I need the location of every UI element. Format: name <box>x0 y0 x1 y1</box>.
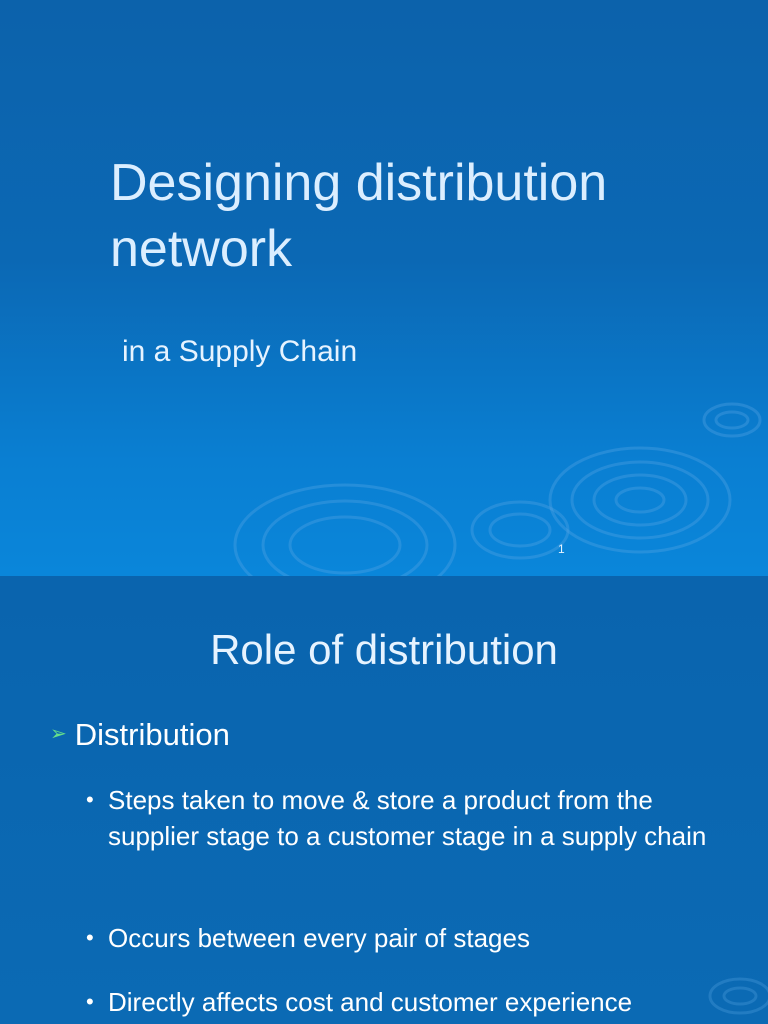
sub-bullet-item: • Steps taken to move & store a product … <box>86 782 726 854</box>
sub-bullet-text: Steps taken to move & store a product fr… <box>108 785 707 851</box>
bullet-text: Distribution <box>74 717 230 752</box>
slide-1: Designing distribution network in a Supp… <box>0 0 768 576</box>
page-number: 1 <box>558 542 565 556</box>
arrow-bullet-icon: ➢ <box>50 723 67 745</box>
bullet-dot-icon: • <box>86 989 94 1014</box>
bullet-dot-icon: • <box>86 925 94 950</box>
slide-2: Role of distribution ➢ Distribution • Ste… <box>0 576 768 1024</box>
sub-bullet-text: Occurs between every pair of stages <box>108 923 530 953</box>
slide-title: Role of distribution <box>210 626 558 673</box>
slide-subtitle: in a Supply Chain <box>122 335 358 368</box>
ripple-decoration <box>233 402 762 576</box>
sub-bullet-item: • Occurs between every pair of stages <box>86 920 726 956</box>
ripple-decoration <box>708 977 768 1015</box>
slide-title: Designing distribution network <box>110 154 608 278</box>
sub-bullet-item: • Directly affects cost and customer exp… <box>86 984 766 1020</box>
sub-bullet-text: Directly affects cost and customer exper… <box>108 987 633 1017</box>
bullet-item: ➢ Distribution <box>50 716 230 758</box>
bullet-dot-icon: • <box>86 787 94 812</box>
